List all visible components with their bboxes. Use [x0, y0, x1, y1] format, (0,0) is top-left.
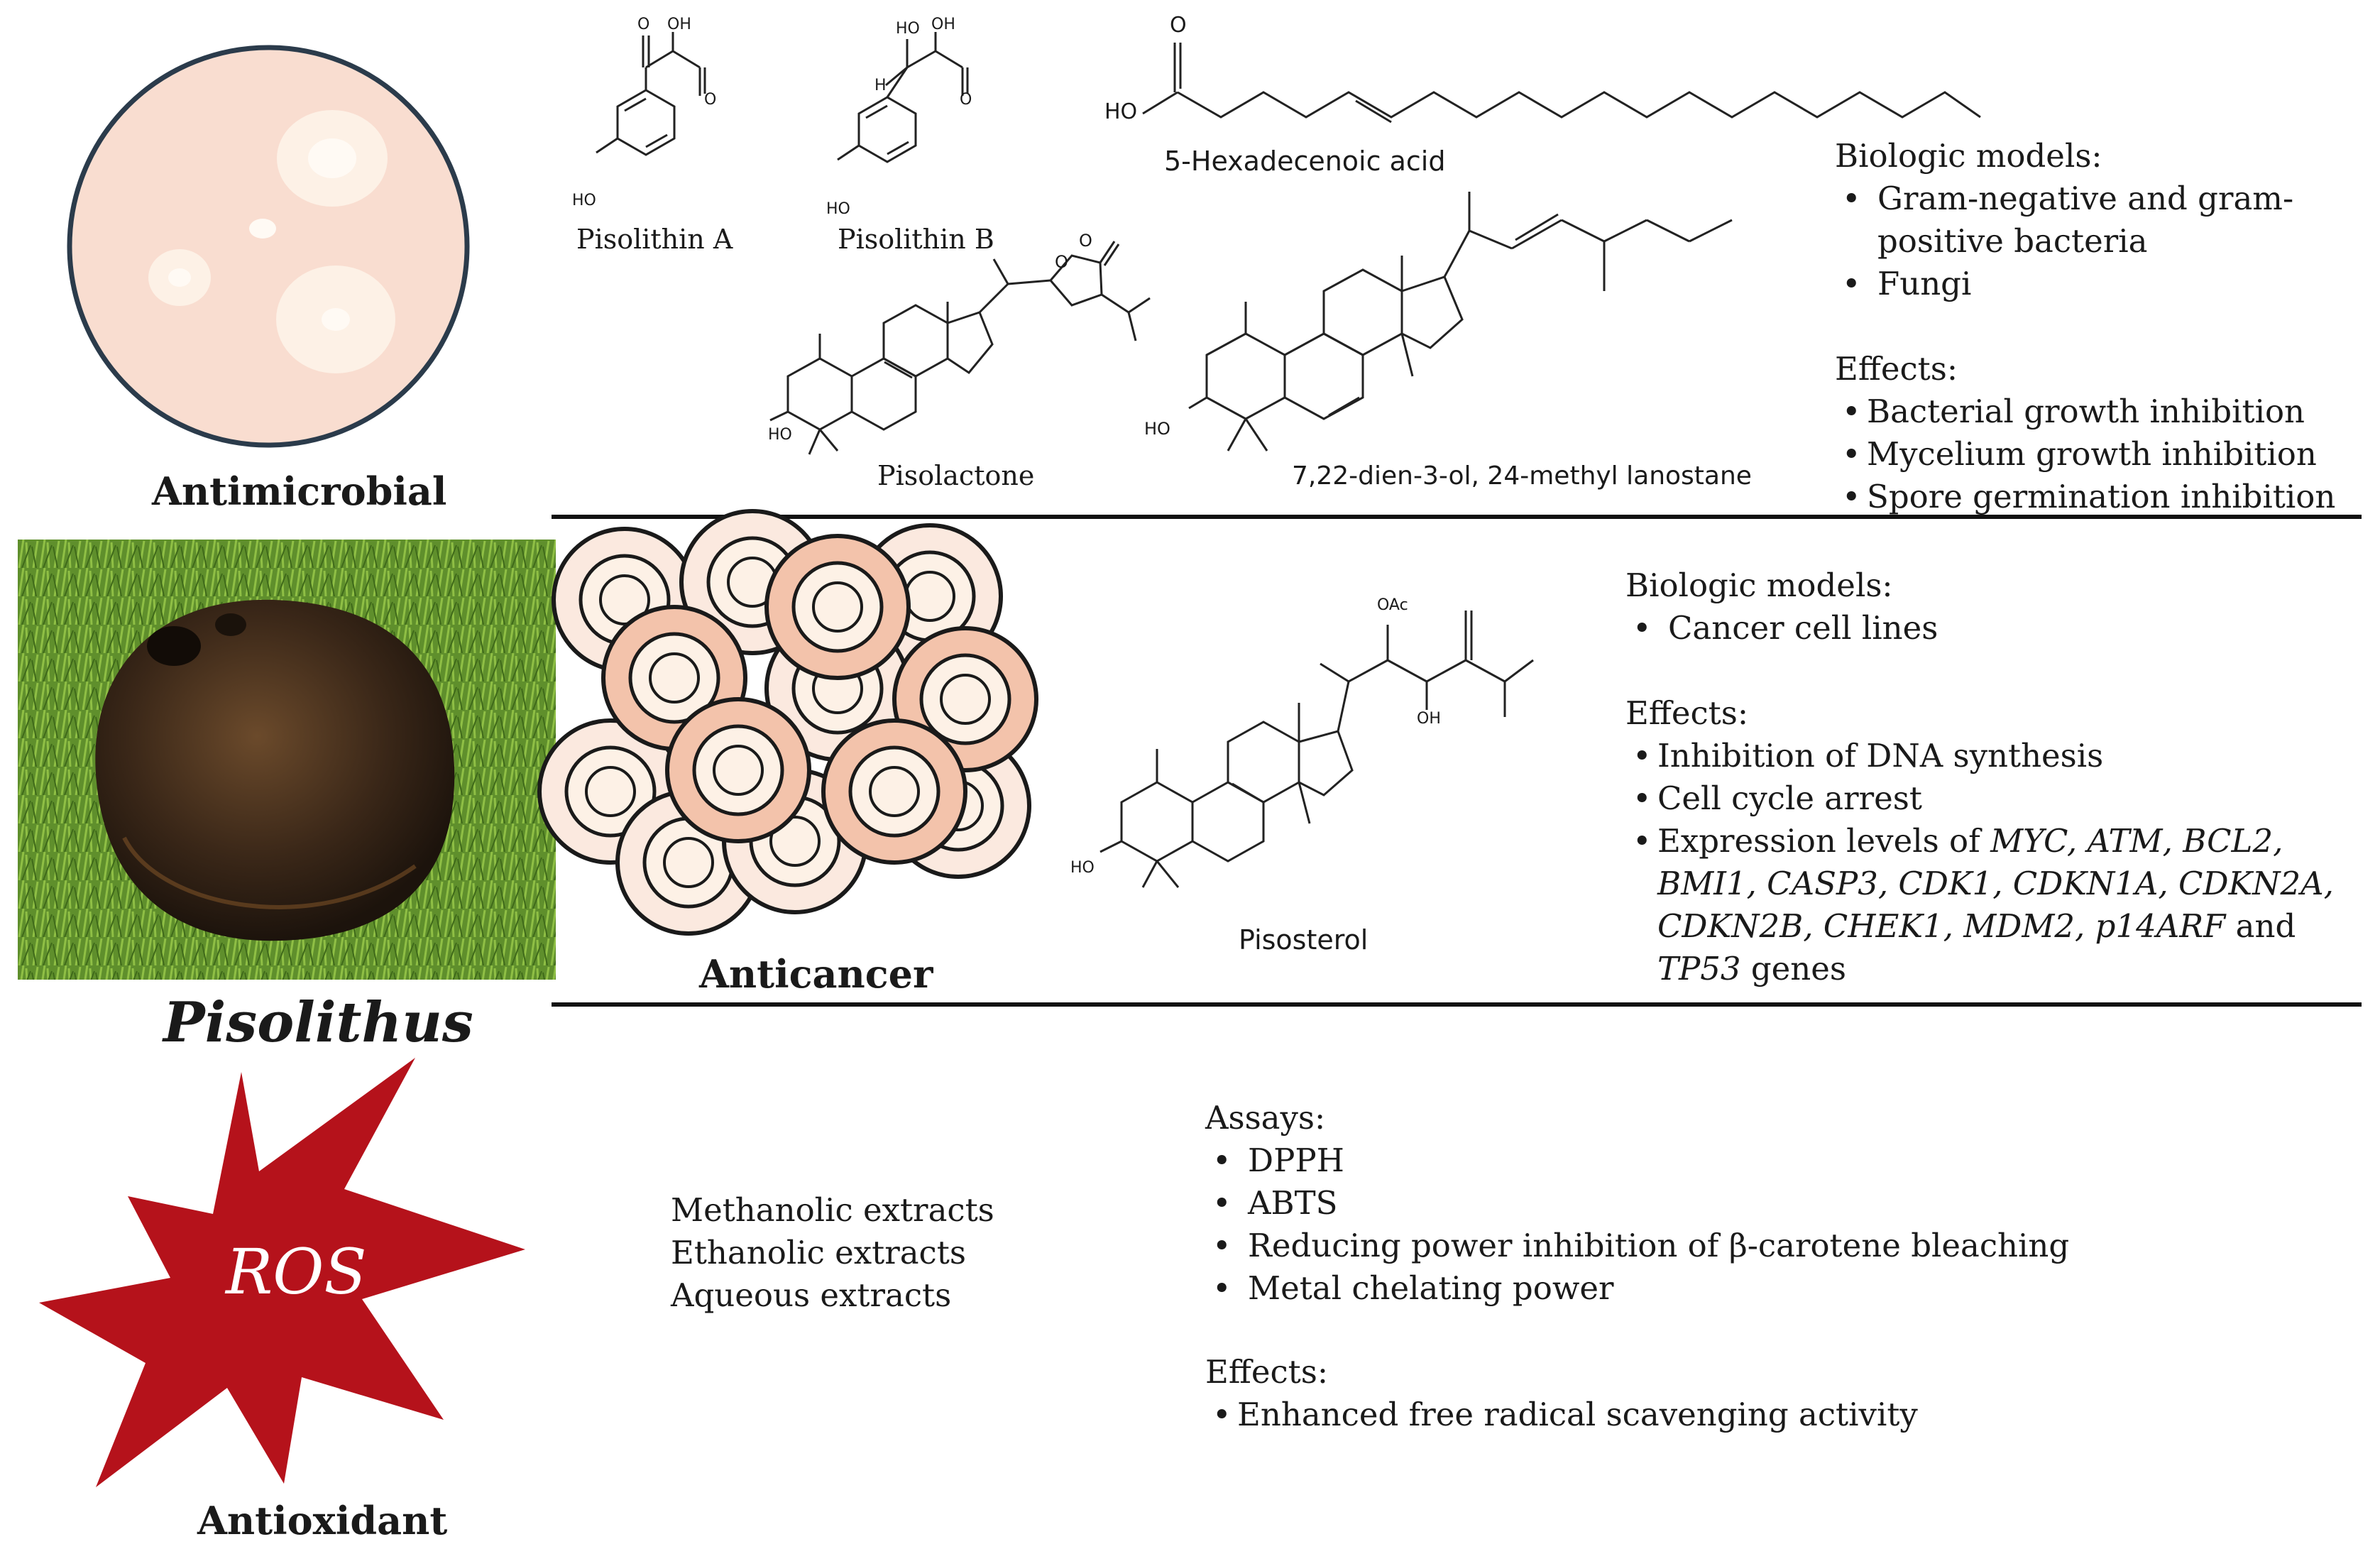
- antimicrobial-heading: Antimicrobial: [152, 469, 447, 514]
- atom-label: HO: [826, 200, 850, 218]
- pisolithin-a-structure: [596, 32, 706, 156]
- effects-title: Effects:: [1835, 350, 1958, 388]
- assays-title: Assays:: [1205, 1099, 1326, 1137]
- pisolactone-label: Pisolactone: [877, 460, 1035, 491]
- expression-prefix: Expression levels of: [1657, 822, 1991, 860]
- effects-title: Effects:: [1205, 1353, 1328, 1391]
- anticancer-info: Biologic models: Cancer cell lines Effec…: [1625, 564, 2334, 990]
- model-item: Fungi: [1835, 263, 2335, 305]
- effect-item: Inhibition of DNA synthesis: [1625, 735, 2334, 777]
- lanostane-structure: [1188, 192, 1733, 451]
- gene-list: MYC, ATM, BCL2,: [1990, 822, 2283, 860]
- effects-title: Effects:: [1625, 694, 1748, 732]
- assay-item: ABTS: [1205, 1182, 2069, 1225]
- atom-label: HO: [896, 20, 920, 38]
- divider-top: [552, 515, 2362, 519]
- antimicrobial-info: Biologic models: Gram-negative and gram-…: [1835, 135, 2335, 518]
- atom-label: H: [874, 77, 887, 94]
- atom-label: O: [704, 91, 717, 109]
- gene-list: TP53: [1657, 950, 1741, 987]
- assay-item: Metal chelating power: [1205, 1267, 2069, 1310]
- extract-item: Methanolic extracts: [671, 1191, 994, 1229]
- atom-label: O: [1055, 252, 1068, 272]
- effect-item-expression: Expression levels of MYC, ATM, BCL2,: [1625, 820, 2334, 863]
- atom-label: O: [1170, 13, 1187, 38]
- hexadecenoic-acid-structure: [1142, 43, 1981, 124]
- atom-label: OH: [931, 16, 955, 33]
- atom-label: O: [1079, 231, 1092, 251]
- expression-line: BMI1, CASP3, CDK1, CDKN1A, CDKN2A,: [1625, 863, 2334, 905]
- atom-label: OH: [1417, 710, 1441, 728]
- atom-label: OH: [667, 16, 691, 33]
- assay-item: DPPH: [1205, 1139, 2069, 1182]
- atom-label: HO: [1070, 859, 1095, 877]
- atom-label: HO: [768, 426, 792, 444]
- effect-item: Enhanced free radical scavenging activit…: [1205, 1394, 2069, 1436]
- atom-label: HO: [1144, 419, 1170, 439]
- hexadecenoic-acid-label: 5-Hexadecenoic acid: [1164, 146, 1446, 177]
- antioxidant-info: Assays: DPPH ABTS Reducing power inhibit…: [1205, 1097, 2069, 1436]
- model-item-cont: positive bacteria: [1877, 222, 2148, 260]
- models-title: Biologic models:: [1625, 566, 1893, 604]
- atom-label: HO: [572, 192, 596, 209]
- extracts-list: Methanolic extracts Ethanolic extracts A…: [671, 1189, 994, 1317]
- pisosterol-label: Pisosterol: [1239, 924, 1369, 956]
- atom-label: O: [637, 16, 650, 33]
- anticancer-heading: Anticancer: [699, 951, 933, 997]
- effect-item: Bacterial growth inhibition: [1835, 390, 2335, 433]
- model-item: Cancer cell lines: [1625, 607, 2334, 650]
- expression-text: genes: [1740, 950, 1847, 987]
- extract-item: Ethanolic extracts: [671, 1234, 966, 1271]
- petri-dish-icon: [67, 45, 470, 448]
- models-title: Biologic models:: [1835, 137, 2102, 175]
- ros-star-icon: [39, 1058, 525, 1487]
- atom-label: O: [960, 91, 972, 109]
- expression-line: TP53 genes: [1625, 948, 2334, 990]
- pisolithus-photo: [18, 540, 556, 980]
- cancer-cells-icon: [561, 529, 1043, 934]
- pisosterol-structure: [1099, 611, 1534, 888]
- pisolithin-b-label: Pisolithin B: [838, 224, 994, 255]
- atom-label: OAc: [1377, 596, 1408, 614]
- antioxidant-heading: Antioxidant: [197, 1498, 448, 1543]
- gene-list: CDKN2B, CHEK1, MDM2, p14ARF: [1657, 907, 2226, 945]
- assay-item: Reducing power inhibition of β-carotene …: [1205, 1225, 2069, 1267]
- divider-bottom: [552, 1002, 2362, 1007]
- effect-item: Mycelium growth inhibition: [1835, 433, 2335, 476]
- pisolactone-structure: [769, 241, 1151, 455]
- effect-item: Cell cycle arrest: [1625, 777, 2334, 820]
- ros-label: ROS: [226, 1235, 367, 1308]
- model-item: Gram-negative and gram-: [1835, 177, 2335, 220]
- pisolithin-b-structure: [837, 32, 969, 163]
- extract-item: Aqueous extracts: [671, 1276, 952, 1314]
- atom-label: HO: [1104, 99, 1138, 124]
- lanostane-label: 7,22-dien-3-ol, 24-methyl lanostane: [1292, 461, 1752, 491]
- expression-line: CDKN2B, CHEK1, MDM2, p14ARF and: [1625, 905, 2334, 948]
- genus-title: Pisolithus: [163, 990, 473, 1055]
- gene-list: BMI1, CASP3, CDK1, CDKN1A, CDKN2A,: [1657, 865, 2334, 902]
- effect-item: Spore germination inhibition: [1835, 476, 2335, 518]
- pisolithin-a-label: Pisolithin A: [576, 224, 733, 255]
- expression-text: and: [2225, 907, 2296, 945]
